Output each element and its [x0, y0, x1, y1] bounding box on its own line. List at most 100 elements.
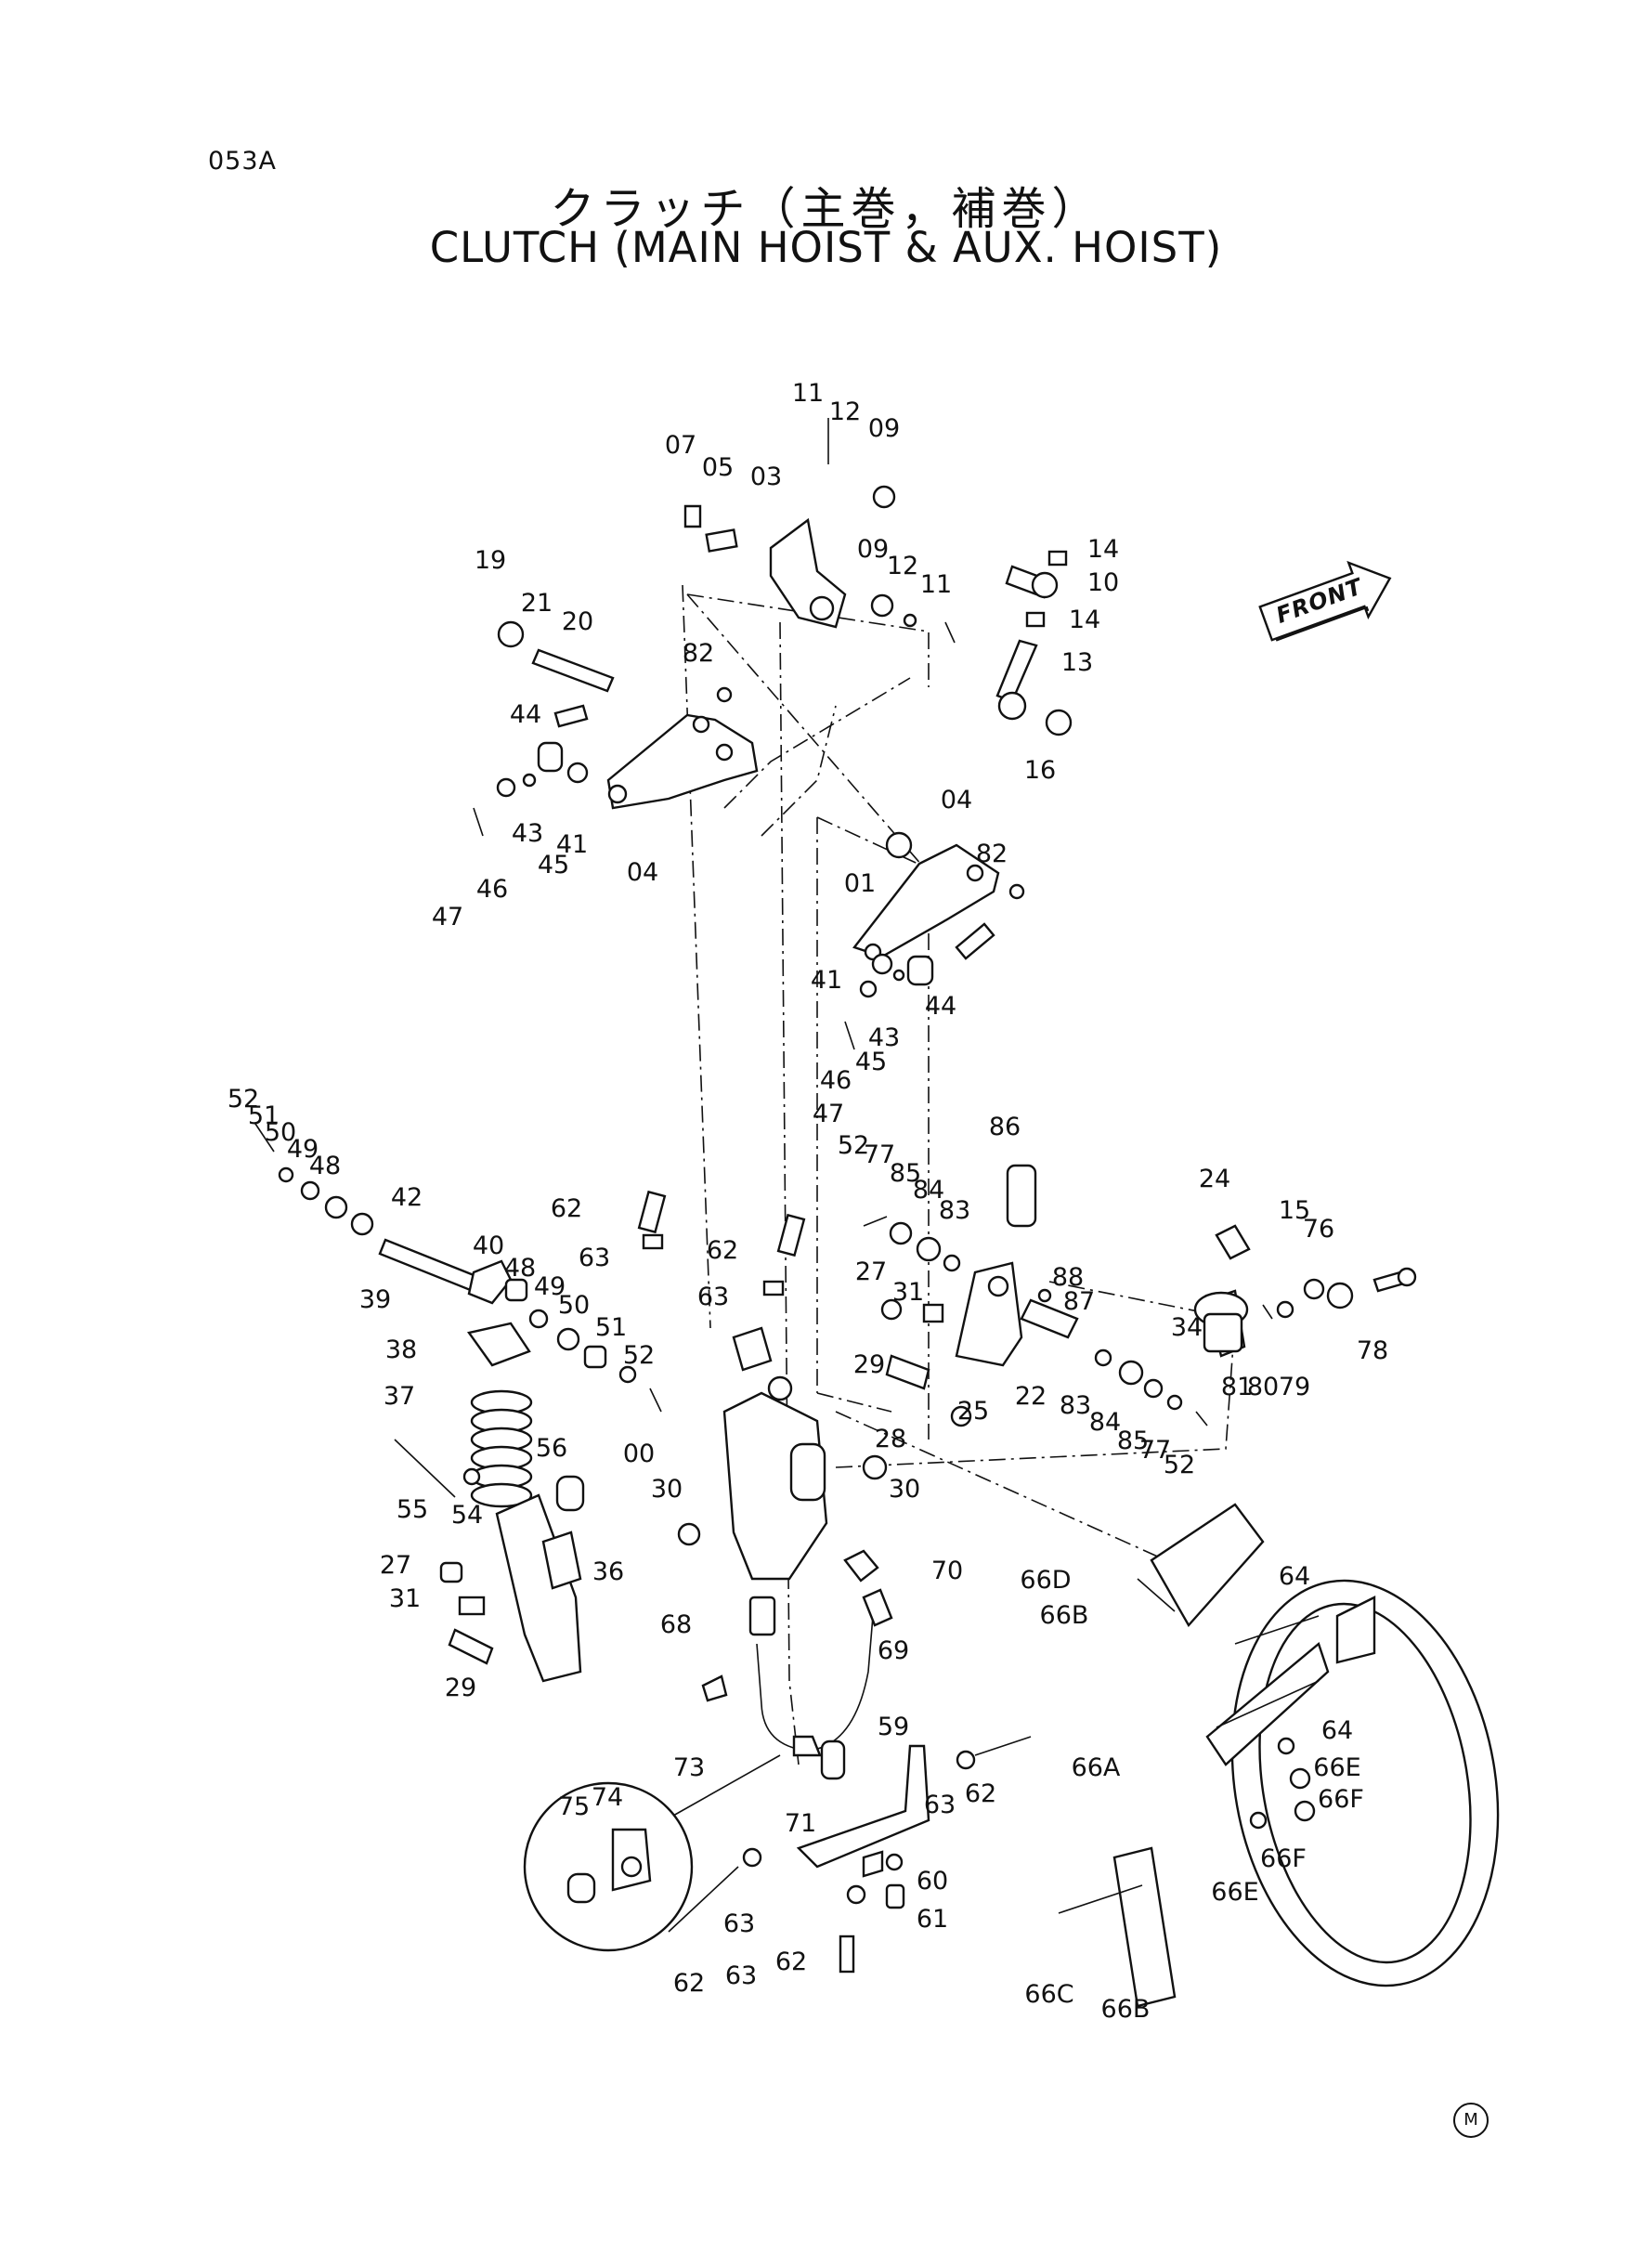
- callout-46: 46: [476, 875, 508, 904]
- callout-63: 63: [697, 1283, 729, 1311]
- callout-39: 39: [359, 1285, 391, 1314]
- callout-21: 21: [521, 589, 553, 618]
- callout-40: 40: [473, 1231, 504, 1260]
- callout-62: 62: [673, 1969, 705, 1998]
- callout-48: 48: [309, 1152, 341, 1180]
- clutch-body-00: [637, 1190, 888, 1636]
- callout-78: 78: [1357, 1336, 1388, 1365]
- callout-59: 59: [878, 1713, 909, 1741]
- callout-12: 12: [829, 397, 861, 426]
- callout-50: 50: [265, 1118, 296, 1147]
- callout-86: 86: [989, 1113, 1021, 1141]
- callout-85: 85: [890, 1159, 921, 1188]
- callout-61: 61: [917, 1905, 948, 1934]
- callout-41: 41: [556, 830, 588, 859]
- callout-66b: 66B: [1040, 1601, 1089, 1630]
- callout-09: 09: [868, 414, 900, 443]
- callout-64: 64: [1321, 1716, 1353, 1745]
- callout-04: 04: [627, 858, 658, 887]
- callout-30: 30: [651, 1475, 683, 1504]
- callout-75: 75: [558, 1792, 590, 1821]
- rod-end-13: [995, 550, 1073, 736]
- callout-66d: 66D: [1020, 1566, 1071, 1595]
- callout-66e: 66E: [1211, 1878, 1258, 1907]
- callout-85: 85: [1117, 1427, 1149, 1455]
- callout-66f: 66F: [1260, 1844, 1307, 1873]
- detail-circle-74-75: [523, 1754, 781, 1952]
- callout-44: 44: [510, 700, 541, 729]
- front-direction-arrow: FRONT: [1252, 546, 1405, 655]
- callout-81: 81: [1221, 1373, 1253, 1401]
- callout-77: 77: [864, 1140, 895, 1169]
- callout-29: 29: [445, 1674, 476, 1702]
- callout-47: 47: [432, 903, 463, 932]
- callout-54: 54: [451, 1501, 483, 1530]
- callout-66e: 66E: [1313, 1753, 1360, 1782]
- callout-34: 34: [1171, 1313, 1203, 1342]
- callout-55: 55: [397, 1495, 428, 1524]
- callout-43: 43: [868, 1023, 900, 1052]
- callout-49: 49: [287, 1135, 319, 1164]
- callout-27: 27: [855, 1257, 887, 1286]
- callout-68: 68: [660, 1610, 692, 1639]
- callout-19: 19: [475, 546, 506, 575]
- callout-60: 60: [917, 1867, 948, 1896]
- callout-66c: 66C: [1024, 1980, 1073, 2009]
- callout-84: 84: [913, 1176, 944, 1205]
- callout-77: 77: [1139, 1436, 1171, 1465]
- callout-69: 69: [878, 1636, 909, 1665]
- callout-41: 41: [811, 966, 842, 995]
- hose-and-bracket: [668, 1588, 1032, 1974]
- callout-49: 49: [534, 1272, 566, 1301]
- callout-25: 25: [957, 1397, 989, 1426]
- callout-82: 82: [976, 840, 1008, 868]
- callout-31: 31: [389, 1584, 421, 1613]
- callout-51: 51: [595, 1313, 627, 1342]
- callout-80: 80: [1247, 1373, 1279, 1401]
- callout-05: 05: [702, 453, 734, 482]
- callout-70: 70: [931, 1557, 963, 1585]
- callout-01: 01: [844, 869, 876, 898]
- callout-62: 62: [775, 1948, 807, 1976]
- title-english: CLUTCH (MAIN HOIST & AUX. HOIST): [429, 223, 1223, 272]
- callout-83: 83: [939, 1196, 970, 1225]
- callout-52: 52: [838, 1131, 869, 1160]
- callout-16: 16: [1024, 756, 1056, 785]
- callout-87: 87: [1063, 1287, 1095, 1316]
- callout-20: 20: [562, 607, 593, 636]
- callout-50: 50: [558, 1291, 590, 1320]
- callout-12: 12: [887, 552, 918, 580]
- callout-45: 45: [538, 851, 569, 879]
- callout-04: 04: [941, 786, 972, 814]
- callout-52: 52: [228, 1085, 259, 1114]
- callout-43: 43: [512, 819, 543, 848]
- callout-76: 76: [1303, 1215, 1334, 1244]
- callout-48: 48: [504, 1254, 536, 1283]
- callout-63: 63: [924, 1791, 956, 1819]
- callout-10: 10: [1087, 568, 1119, 597]
- callout-83: 83: [1060, 1391, 1091, 1420]
- callout-28: 28: [875, 1425, 906, 1453]
- reference-lines: [682, 584, 1236, 1765]
- front-arrow-icon: [1258, 560, 1392, 642]
- callout-03: 03: [750, 463, 782, 491]
- bracket-04-left: [473, 620, 759, 837]
- callout-00: 00: [623, 1440, 655, 1468]
- diagram-code: 053A: [208, 147, 278, 176]
- callout-13: 13: [1061, 648, 1093, 677]
- callout-62: 62: [551, 1194, 582, 1223]
- callout-71: 71: [785, 1809, 816, 1838]
- callout-09: 09: [857, 535, 889, 564]
- callout-15: 15: [1279, 1196, 1310, 1225]
- callout-82: 82: [683, 639, 714, 668]
- callout-22: 22: [1015, 1382, 1047, 1411]
- callout-46: 46: [820, 1066, 852, 1095]
- callout-74: 74: [592, 1783, 623, 1812]
- callout-38: 38: [385, 1335, 417, 1364]
- callout-66a: 66A: [1072, 1753, 1121, 1782]
- callout-07: 07: [665, 431, 696, 460]
- callout-47: 47: [813, 1100, 844, 1128]
